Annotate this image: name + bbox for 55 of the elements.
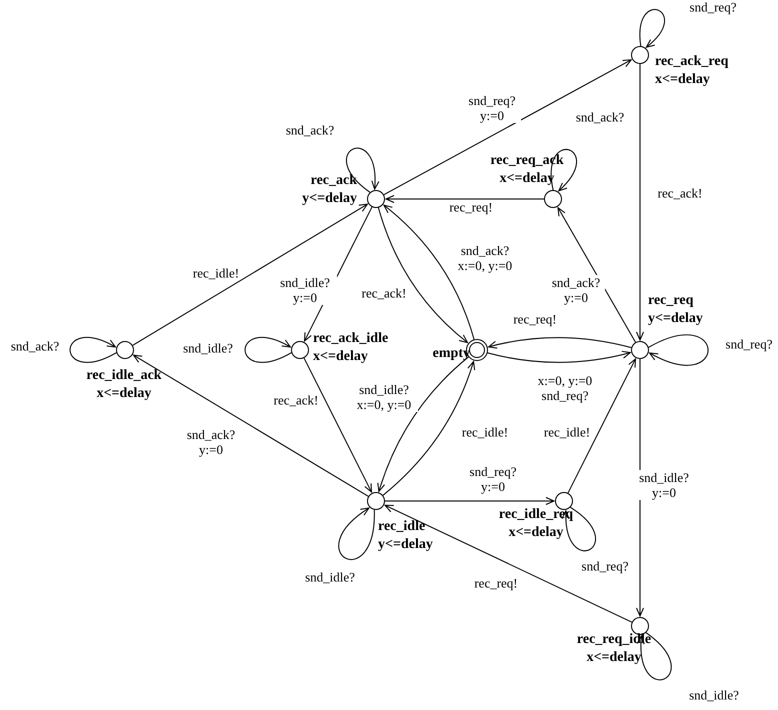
self-loop-arrow bbox=[550, 149, 577, 192]
transition-arrow bbox=[384, 504, 632, 623]
self-loop-arrow bbox=[562, 506, 596, 552]
location-name: rec_ack bbox=[310, 172, 357, 190]
location-name: rec_ack_req bbox=[655, 53, 728, 71]
transition-arrow bbox=[558, 207, 636, 343]
edge-label: snd_idle? bbox=[304, 570, 356, 584]
edge-label: rec_idle! bbox=[542, 424, 592, 440]
edge-label: rec_idle! bbox=[192, 266, 240, 280]
edge-label: snd_idle? bbox=[688, 688, 740, 702]
location-name: rec_req bbox=[648, 292, 694, 310]
location-name: rec_ack_idle bbox=[313, 330, 388, 348]
self-loop-arrow bbox=[639, 9, 665, 48]
transition-arrow bbox=[383, 204, 475, 340]
location-invariant: y<=delay bbox=[302, 190, 357, 208]
edge-label: snd_req? bbox=[724, 336, 774, 352]
edge-label: rec_ack! bbox=[360, 286, 408, 300]
location-invariant: x<=delay bbox=[96, 385, 152, 403]
transition-arrow bbox=[568, 358, 636, 494]
location-invariant: y<=delay bbox=[648, 310, 703, 328]
transition-arrow bbox=[133, 354, 369, 497]
location-name: rec_idle_ack bbox=[86, 367, 162, 385]
self-loop-arrow bbox=[338, 508, 375, 560]
location-invariant: y<=delay bbox=[378, 536, 433, 554]
self-loop-arrow bbox=[346, 148, 379, 193]
edge-label: rec_idle! bbox=[460, 424, 510, 440]
edge-label: snd_req? bbox=[688, 0, 738, 14]
edge-label: snd_idle? bbox=[182, 340, 234, 356]
transition-arrow bbox=[382, 361, 475, 496]
edge-label: snd_req? bbox=[580, 558, 630, 574]
location-invariant: x<=delay bbox=[655, 71, 710, 89]
transition-arrow bbox=[488, 337, 632, 349]
transition-arrow bbox=[304, 358, 372, 493]
transition-arrow bbox=[378, 207, 468, 344]
edge-label: snd_ack? bbox=[284, 122, 336, 138]
location-invariant: x<=delay bbox=[508, 524, 564, 542]
edge-label: snd_ack? bbox=[574, 110, 626, 124]
edge-label: rec_ack! bbox=[656, 186, 704, 200]
transition-arrow bbox=[386, 195, 544, 203]
transition-arrow bbox=[132, 204, 368, 346]
location-name: rec_idle bbox=[378, 518, 426, 536]
location-invariant: x<=delay bbox=[313, 348, 368, 366]
transition-arrow bbox=[487, 350, 631, 363]
self-loop-arrow bbox=[648, 334, 709, 366]
transition-arrow bbox=[636, 64, 644, 340]
edge-label: rec_ack! bbox=[272, 392, 320, 408]
self-loop-arrow bbox=[244, 337, 292, 363]
edge-label: snd_ack? bbox=[10, 338, 60, 354]
transition-arrow bbox=[378, 356, 469, 492]
self-loop-arrow bbox=[637, 632, 672, 680]
transition-arrow bbox=[383, 59, 632, 196]
self-loop-arrow bbox=[70, 337, 117, 363]
transition-arrow bbox=[384, 497, 554, 505]
transition-arrow bbox=[636, 358, 644, 616]
location-invariant: x<=delay bbox=[586, 649, 642, 667]
